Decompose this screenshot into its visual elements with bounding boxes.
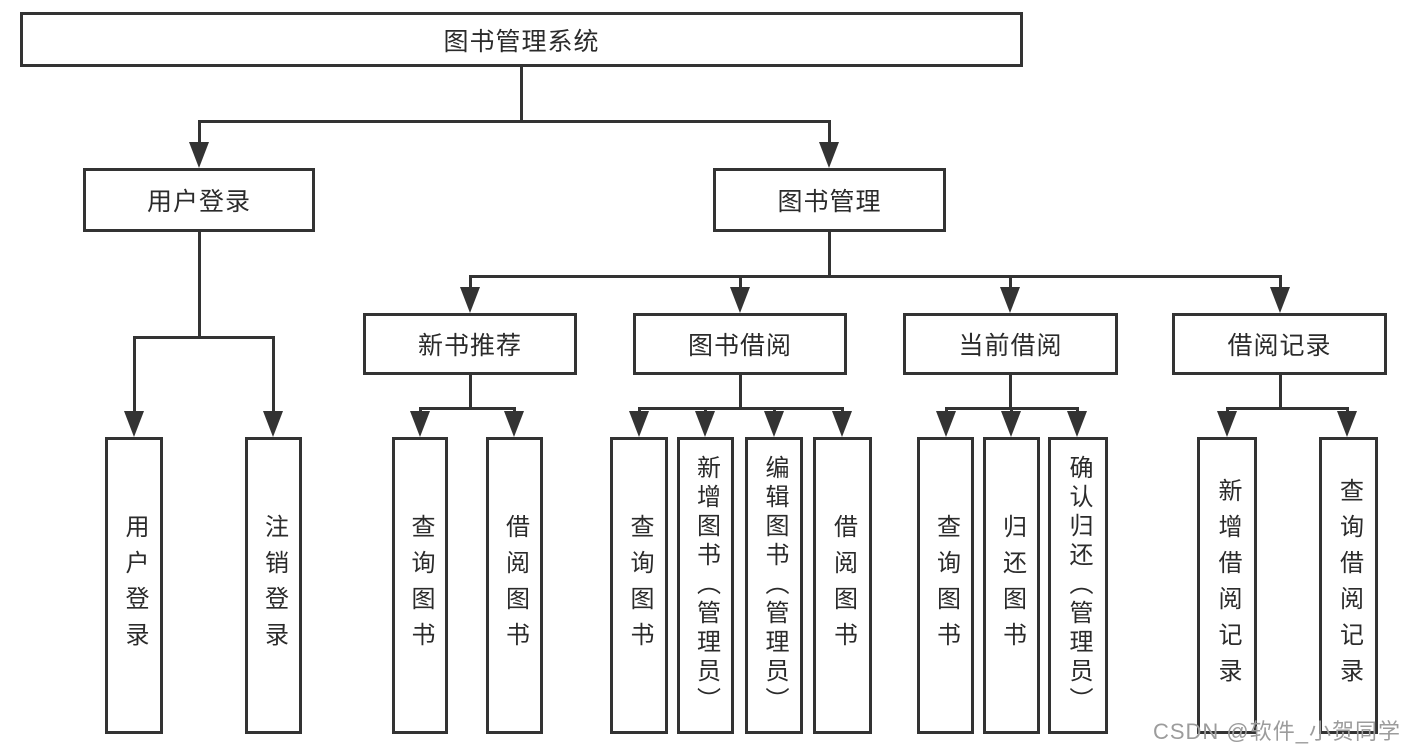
leaf-current-confirm-return-admin: 确认归还（管理员） [1048, 437, 1108, 734]
leaf-borrow-add-books-admin-label: 新增图书（管理员） [692, 455, 720, 716]
connector-level1-bar [198, 120, 831, 123]
node-book-management: 图书管理 [713, 168, 946, 232]
connector-current-borrow-stem [1009, 375, 1012, 407]
connector-drop-recommend-borrow [513, 407, 516, 413]
arrowhead-leaf-user-login [124, 411, 144, 437]
arrowhead-recommend-query [410, 411, 430, 437]
leaf-records-add-record-label: 新增借阅记录 [1214, 477, 1241, 694]
arrowhead-borrow-add [695, 411, 715, 437]
node-user-login-label: 用户登录 [146, 188, 251, 216]
connector-borrow-records-bar [1226, 407, 1348, 410]
node-root: 图书管理系统 [20, 12, 1023, 67]
leaf-borrow-borrow-books: 借阅图书 [813, 437, 872, 734]
arrowhead-records-add [1217, 411, 1237, 437]
connector-drop-current-return [1010, 407, 1013, 413]
connector-drop-records-query [1346, 407, 1349, 413]
connector-drop-book-borrow [739, 275, 742, 289]
connector-drop-current-borrow [1009, 275, 1012, 289]
leaf-records-add-record: 新增借阅记录 [1197, 437, 1257, 734]
node-book-borrow-label: 图书借阅 [687, 332, 792, 360]
connector-new-book-stem [469, 375, 472, 407]
connector-drop-borrow-records [1279, 275, 1282, 289]
leaf-current-confirm-return-admin-label: 确认归还（管理员） [1065, 455, 1092, 716]
leaf-logout: 注销登录 [245, 437, 302, 734]
leaf-recommend-query-books: 查询图书 [392, 437, 448, 734]
arrowhead-user-login [189, 142, 209, 168]
connector-drop-records-add [1226, 407, 1229, 413]
connector-drop-borrow-borrow [841, 407, 844, 413]
connector-drop-current-query [945, 407, 948, 413]
arrowhead-current-query [936, 411, 956, 437]
node-current-borrow: 当前借阅 [903, 313, 1118, 375]
csdn-watermark: CSDN @软件_小贺同学 [1152, 719, 1401, 744]
connector-drop-user-login [198, 120, 201, 144]
leaf-current-query-books-label: 查询图书 [932, 513, 960, 658]
arrowhead-borrow-query [629, 411, 649, 437]
arrowhead-leaf-logout [263, 411, 283, 437]
connector-drop-current-confirm [1076, 407, 1079, 413]
connector-drop-borrow-add [704, 407, 707, 413]
arrowhead-borrow-records [1270, 287, 1290, 313]
connector-drop-book-management [828, 120, 831, 144]
leaf-recommend-borrow-books-label: 借阅图书 [501, 513, 529, 658]
connector-new-book-bar [419, 407, 516, 410]
arrowhead-book-management [819, 142, 839, 168]
leaf-records-query-record-label: 查询借阅记录 [1335, 477, 1363, 694]
node-new-book-recommend-label: 新书推荐 [417, 332, 522, 360]
leaf-borrow-borrow-books-label: 借阅图书 [829, 513, 857, 658]
connector-user-login-bar [133, 336, 275, 339]
leaf-current-return-books-label: 归还图书 [998, 513, 1026, 658]
connector-book-borrow-stem [739, 375, 742, 407]
leaf-user-login: 用户登录 [105, 437, 163, 734]
leaf-user-login-label: 用户登录 [121, 513, 148, 658]
connector-user-login-stem [198, 232, 201, 336]
node-borrow-records: 借阅记录 [1172, 313, 1387, 375]
node-current-borrow-label: 当前借阅 [958, 332, 1063, 360]
connector-drop-leaf-user-login [133, 336, 136, 413]
node-user-login: 用户登录 [83, 168, 315, 232]
arrowhead-new-book [460, 287, 480, 313]
arrowhead-borrow-borrow [832, 411, 852, 437]
connector-book-management-stem [828, 232, 831, 275]
arrowhead-current-confirm [1067, 411, 1087, 437]
leaf-borrow-edit-books-admin: 编辑图书（管理员） [745, 437, 803, 734]
node-borrow-records-label: 借阅记录 [1227, 332, 1332, 360]
node-book-borrow: 图书借阅 [633, 313, 847, 375]
arrowhead-book-borrow [730, 287, 750, 313]
connector-root-stem [520, 67, 523, 120]
connector-drop-borrow-query [638, 407, 641, 413]
leaf-borrow-edit-books-admin-label: 编辑图书（管理员） [761, 455, 788, 716]
leaf-current-query-books: 查询图书 [917, 437, 974, 734]
leaf-borrow-add-books-admin: 新增图书（管理员） [677, 437, 734, 734]
node-new-book-recommend: 新书推荐 [363, 313, 577, 375]
connector-drop-new-book [469, 275, 472, 289]
connector-borrow-records-stem [1279, 375, 1282, 407]
leaf-records-query-record: 查询借阅记录 [1319, 437, 1378, 734]
leaf-current-return-books: 归还图书 [983, 437, 1040, 734]
leaf-borrow-query-books-label: 查询图书 [626, 513, 653, 658]
connector-book-borrow-bar [638, 407, 843, 410]
connector-level3-bar [469, 275, 1282, 278]
connector-drop-recommend-query [419, 407, 422, 413]
leaf-recommend-borrow-books: 借阅图书 [486, 437, 543, 734]
leaf-borrow-query-books: 查询图书 [610, 437, 668, 734]
leaf-recommend-query-books-label: 查询图书 [407, 513, 434, 658]
connector-drop-borrow-edit [773, 407, 776, 413]
arrowhead-recommend-borrow [504, 411, 524, 437]
leaf-logout-label: 注销登录 [260, 513, 288, 658]
arrowhead-borrow-edit [764, 411, 784, 437]
node-root-label: 图书管理系统 [443, 27, 600, 56]
connector-drop-leaf-logout [272, 336, 275, 413]
arrowhead-current-borrow [1000, 287, 1020, 313]
node-book-management-label: 图书管理 [777, 188, 882, 216]
arrowhead-current-return [1001, 411, 1021, 437]
arrowhead-records-query [1337, 411, 1357, 437]
